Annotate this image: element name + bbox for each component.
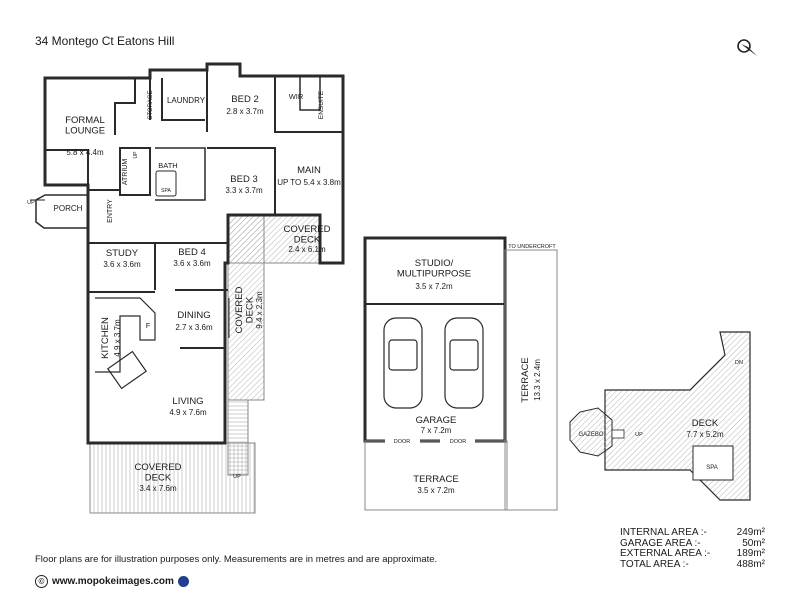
up-marker-deck: UP bbox=[233, 474, 241, 480]
room-size-bed4: 3.6 x 3.6m bbox=[173, 259, 211, 268]
spa-label: SPA bbox=[706, 465, 718, 471]
room-name-bed2: BED 2 bbox=[231, 94, 258, 105]
room-name-garage: GARAGE bbox=[416, 415, 457, 426]
room-size-kitchen: 4.9 x 3.7m bbox=[113, 319, 122, 357]
dn-marker-deck: DN bbox=[735, 360, 743, 366]
area-value: 249m² bbox=[736, 527, 765, 538]
area-value: 50m² bbox=[742, 537, 765, 549]
garage-block bbox=[363, 236, 558, 511]
area-value: 488m² bbox=[736, 558, 765, 570]
door-label-right: DOOR bbox=[450, 439, 467, 445]
area-row: GARAGE AREA :- 50m² bbox=[620, 537, 765, 550]
room-size-study: 3.6 x 3.6m bbox=[103, 260, 141, 269]
room-size-living: 4.9 x 7.6m bbox=[169, 408, 207, 417]
area-label: INTERNAL AREA :- bbox=[620, 527, 707, 538]
room-name-dining: DINING bbox=[177, 310, 210, 321]
room-size-covered-deck-top: 2.4 x 6.1m bbox=[288, 245, 326, 254]
room-size-covered-deck-side: 9.4 x 2.3m bbox=[255, 291, 264, 329]
room-name-wir: WIR bbox=[289, 92, 304, 101]
room-size-garage: 7 x 7.2m bbox=[421, 426, 452, 435]
room-name-spa-bath: SPA bbox=[161, 188, 171, 194]
website-credit: © www.mopokeimages.com bbox=[35, 575, 189, 588]
up-marker-porch: UP bbox=[27, 200, 35, 206]
area-label: TOTAL AREA :- bbox=[620, 558, 689, 570]
room-name-storage: STORAGE bbox=[148, 90, 154, 119]
area-value: 189m² bbox=[736, 548, 765, 559]
windows bbox=[110, 298, 230, 444]
room-size-terrace-bottom: 3.5 x 7.2m bbox=[417, 486, 455, 495]
car-icon bbox=[383, 317, 484, 409]
room-name-deck: DECK bbox=[692, 418, 719, 429]
north-arrow-icon bbox=[737, 39, 757, 56]
room-name-kitchen: KITCHEN bbox=[100, 317, 111, 359]
room-name-bath: BATH bbox=[158, 161, 177, 170]
terrace-bottom bbox=[364, 440, 508, 511]
room-name-ensuite: ENSUITE bbox=[318, 90, 325, 119]
area-label: EXTERNAL AREA :- bbox=[620, 548, 711, 559]
spa-outline bbox=[692, 445, 734, 481]
room-size-bed2: 2.8 x 3.7m bbox=[226, 107, 264, 116]
area-row: TOTAL AREA :- 488m² bbox=[620, 558, 765, 571]
room-name-laundry: LAUNDRY bbox=[167, 96, 206, 105]
room-name-porch: PORCH bbox=[54, 204, 83, 213]
room-size-terrace-side: 13.3 x 2.4m bbox=[533, 359, 542, 401]
to-undercroft-label: TO UNDERCROFT bbox=[508, 244, 556, 250]
room-name-terrace-side: TERRACE bbox=[520, 357, 531, 402]
room-size-bed3: 3.3 x 3.7m bbox=[225, 186, 263, 195]
room-size-covered-deck-bottom: 3.4 x 7.6m bbox=[139, 484, 177, 493]
brand-logo-icon bbox=[177, 576, 189, 587]
room-name-atrium: ATRIUM bbox=[122, 159, 129, 185]
disclaimer: Floor plans are for illustration purpose… bbox=[35, 554, 438, 565]
up-marker-atrium: UP bbox=[133, 151, 139, 159]
house bbox=[30, 62, 345, 514]
area-row: INTERNAL AREA :- 249m² bbox=[620, 527, 765, 539]
room-name-study: STUDY bbox=[106, 248, 139, 259]
fridge-label: F bbox=[146, 323, 150, 330]
area-summary: INTERNAL AREA :- 249m² GARAGE AREA :- 50… bbox=[620, 527, 765, 571]
door-label-left: DOOR bbox=[394, 439, 411, 445]
room-name-studio: STUDIO/MULTIPURPOSE bbox=[397, 258, 471, 279]
area-label: GARAGE AREA :- bbox=[620, 537, 701, 549]
outdoor-deck bbox=[569, 331, 751, 501]
room-size-deck: 7.7 x 5.2m bbox=[686, 430, 724, 439]
room-size-formal-lounge: 5.8 x 4.4m bbox=[66, 148, 104, 157]
address-title: 34 Montego Ct Eatons Hill bbox=[35, 34, 175, 48]
gazebo-label: GAZEBO bbox=[578, 432, 603, 438]
terrace-side bbox=[504, 249, 558, 511]
room-name-terrace-bottom: TERRACE bbox=[413, 474, 458, 485]
room-name-covered-deck-side: COVEREDDECK bbox=[234, 286, 255, 333]
room-size-main: UP TO 5.4 x 3.8m bbox=[277, 178, 341, 187]
copyright-icon: © bbox=[35, 575, 48, 588]
room-name-bed3: BED 3 bbox=[230, 174, 257, 185]
up-marker-gazebo: UP bbox=[635, 432, 643, 438]
gazebo-outline bbox=[569, 407, 613, 457]
room-name-entry: ENTRY bbox=[107, 199, 114, 223]
area-row: EXTERNAL AREA :- 189m² bbox=[620, 548, 765, 560]
room-size-studio: 3.5 x 7.2m bbox=[415, 282, 453, 291]
room-size-dining: 2.7 x 3.6m bbox=[175, 323, 213, 332]
room-name-main: MAIN bbox=[297, 165, 321, 176]
website-link[interactable]: www.mopokeimages.com bbox=[52, 576, 174, 588]
room-name-living: LIVING bbox=[172, 396, 203, 407]
room-name-bed4: BED 4 bbox=[178, 247, 205, 258]
